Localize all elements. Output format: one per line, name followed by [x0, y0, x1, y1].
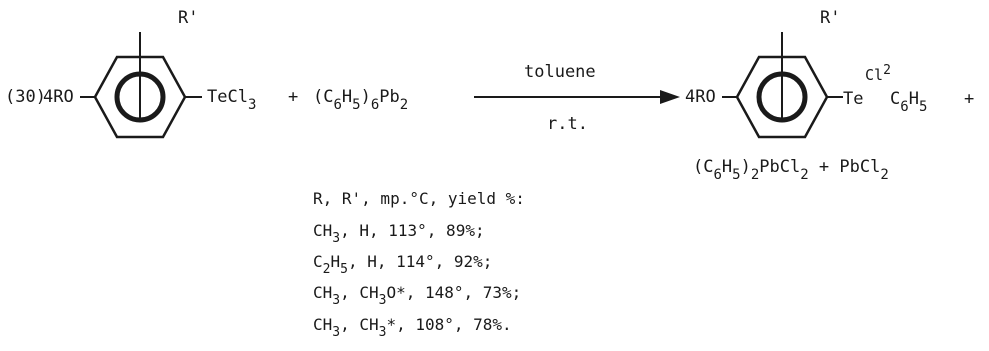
- table-row: CH3, CH3*, 108°, 78%.: [313, 315, 512, 340]
- reactant-alkoxy-group: 4RO: [43, 87, 74, 107]
- results-table: R, R', mp.°C, yield %: CH3, H, 113°, 89%…: [313, 189, 525, 340]
- reaction-arrow: toluene r.t.: [474, 62, 680, 134]
- arrow-head: [660, 90, 680, 104]
- reactant-tellurium-group: TeCl3: [207, 87, 256, 113]
- product-phenyl-group: C6H5: [890, 89, 927, 115]
- equation-number: (30): [5, 87, 46, 107]
- product-diaryltellurium-dichloride: 4RO R' Te Cl2 C6H5 +: [685, 8, 974, 139]
- table-row: CH3, H, 113°, 89%;: [313, 221, 485, 246]
- byproducts: (C6H5)2PbCl2 + PbCl2: [693, 157, 889, 183]
- table-row: CH3, CH3O*, 148°, 73%;: [313, 283, 521, 308]
- product-tellurium-atom: Te: [843, 89, 863, 109]
- product-chlorine-ligands: Cl2: [865, 63, 891, 84]
- product-alkoxy-group: 4RO: [685, 87, 716, 107]
- arrow-condition-temperature: r.t.: [547, 114, 588, 134]
- reactant-substituent-label: R': [178, 8, 198, 28]
- reagent-hexaphenyldilead: (C6H5)6Pb2: [313, 87, 408, 113]
- plus-sign-2: +: [964, 89, 974, 109]
- plus-sign-1: +: [288, 87, 298, 107]
- arrow-condition-solvent: toluene: [524, 62, 596, 82]
- table-header: R, R', mp.°C, yield %:: [313, 189, 525, 208]
- product-substituent-label: R': [820, 8, 840, 28]
- reactant-aryltellurium: 4RO R' TeCl3: [43, 8, 256, 139]
- table-row: C2H5, H, 114°, 92%;: [313, 252, 492, 277]
